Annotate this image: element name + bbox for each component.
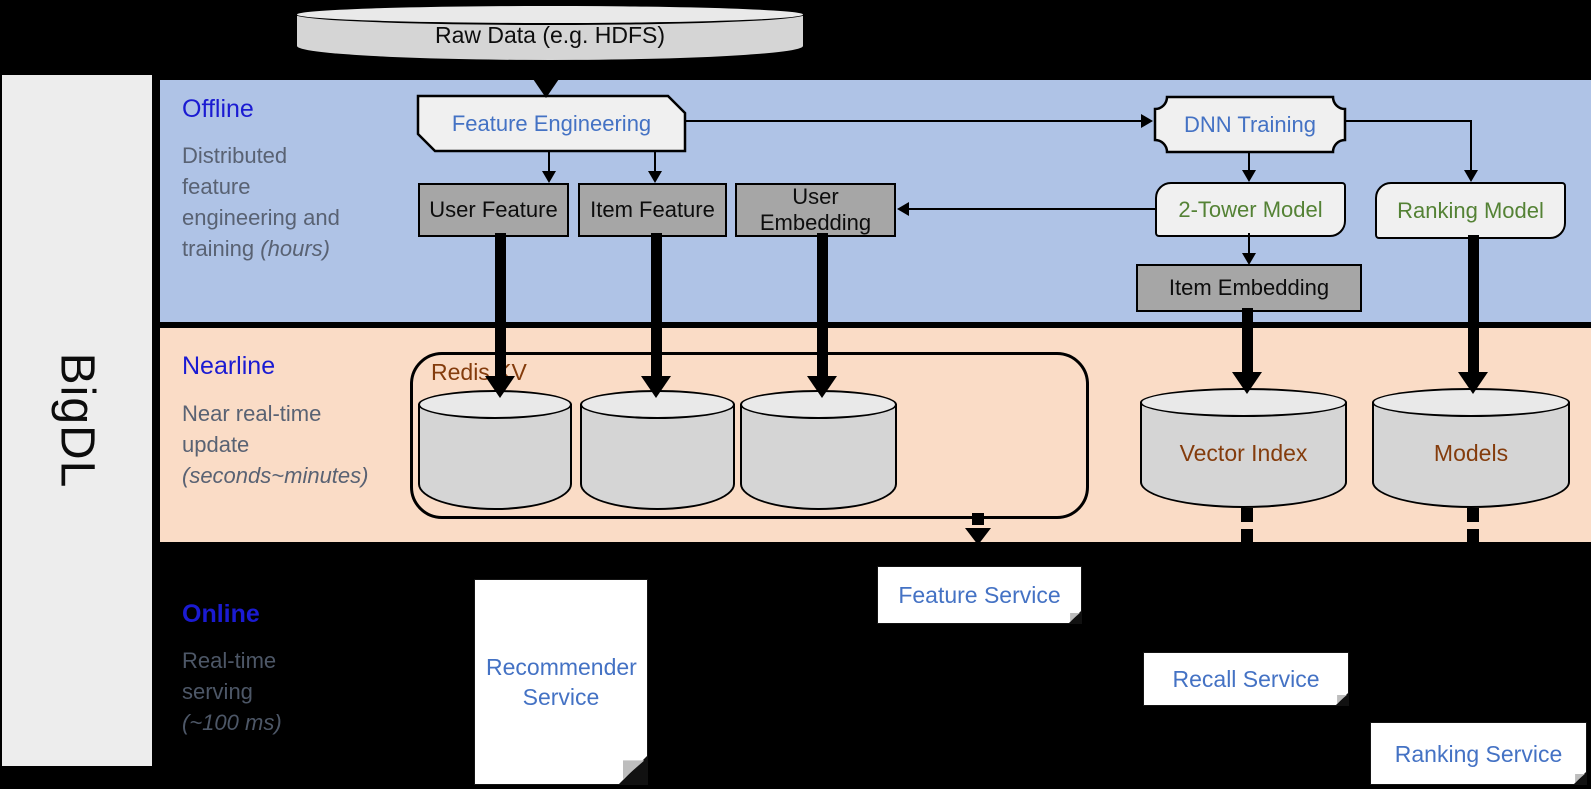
online-desc-line: Real-time [182, 648, 277, 673]
raw-data-label: Raw Data (e.g. HDFS) [434, 22, 666, 48]
dnn-training-shape [1153, 95, 1347, 154]
vector-index-label: Vector Index [1179, 440, 1308, 466]
nearline-desc-line: (seconds~minutes) [182, 463, 369, 488]
user-embedding-node: User Embedding [735, 183, 896, 237]
recommender-service-doc: Recommender Service [474, 579, 648, 785]
ranking-service-label: Ranking Service [1394, 740, 1563, 767]
cylinder-body [740, 404, 897, 510]
page-fold-icon [1573, 771, 1587, 785]
offline-desc-line: Distributed [182, 143, 288, 168]
vector-index-store: Vector Index [1140, 388, 1347, 508]
redis-kv-group: Redis KV [410, 352, 1089, 519]
offline-desc-line: training (hours) [182, 236, 330, 261]
models-store: Models [1372, 388, 1570, 508]
user-feature-node: User Feature [418, 183, 569, 237]
recall-service-label: Recall Service [1172, 666, 1320, 692]
offline-desc-line: feature [182, 174, 251, 199]
ranking-model-node: Ranking Model [1375, 182, 1566, 239]
online-desc-line: serving [182, 679, 253, 704]
offline-description: Distributed feature engineering and trai… [182, 140, 432, 264]
recommender-service-label: Recommender Service [486, 654, 637, 710]
brand-logo-text: BigDL [50, 352, 104, 489]
feature-engineering-node: Feature Engineering [451, 110, 652, 136]
item-embedding-node: Item Embedding [1136, 264, 1362, 312]
feature-service-doc: Feature Service [877, 566, 1082, 624]
online-desc-line: (~100 ms) [182, 710, 282, 735]
nearline-title: Nearline [182, 352, 276, 380]
cylinder-body [418, 404, 572, 510]
ranking-service-doc: Ranking Service [1370, 722, 1587, 785]
item-feature-node: Item Feature [578, 183, 727, 237]
feature-engineering-shape [416, 94, 687, 153]
dnn-training-node: DNN Training [1183, 111, 1317, 137]
page-fold-icon [1335, 692, 1349, 706]
page-fold-icon [618, 755, 648, 785]
brand-sidebar: BigDL [2, 75, 152, 766]
page-fold-icon [1068, 610, 1082, 624]
cylinder-body [1372, 402, 1570, 508]
nearline-desc-line: update [182, 432, 250, 457]
cylinder-lid [295, 4, 805, 25]
online-description: Real-time serving (~100 ms) [182, 645, 432, 738]
offline-desc-line: engineering and [182, 205, 340, 230]
two-tower-model-node: 2-Tower Model [1155, 182, 1346, 237]
redis-shard-cylinder [740, 390, 897, 510]
nearline-desc-line: Near real-time [182, 401, 322, 426]
redis-shard-cylinder [580, 390, 735, 510]
nearline-description: Near real-time update (seconds~minutes) [182, 398, 432, 491]
models-label: Models [1433, 440, 1509, 466]
recall-service-doc: Recall Service [1143, 652, 1349, 706]
online-title: Online [182, 600, 260, 628]
redis-shard-cylinder [418, 390, 572, 510]
offline-title: Offline [182, 95, 254, 123]
cylinder-body [1140, 402, 1347, 508]
feature-service-label: Feature Service [898, 582, 1061, 608]
cylinder-body [580, 404, 735, 510]
raw-data-store: Raw Data (e.g. HDFS) [295, 4, 805, 62]
cylinder-lid [418, 390, 572, 419]
